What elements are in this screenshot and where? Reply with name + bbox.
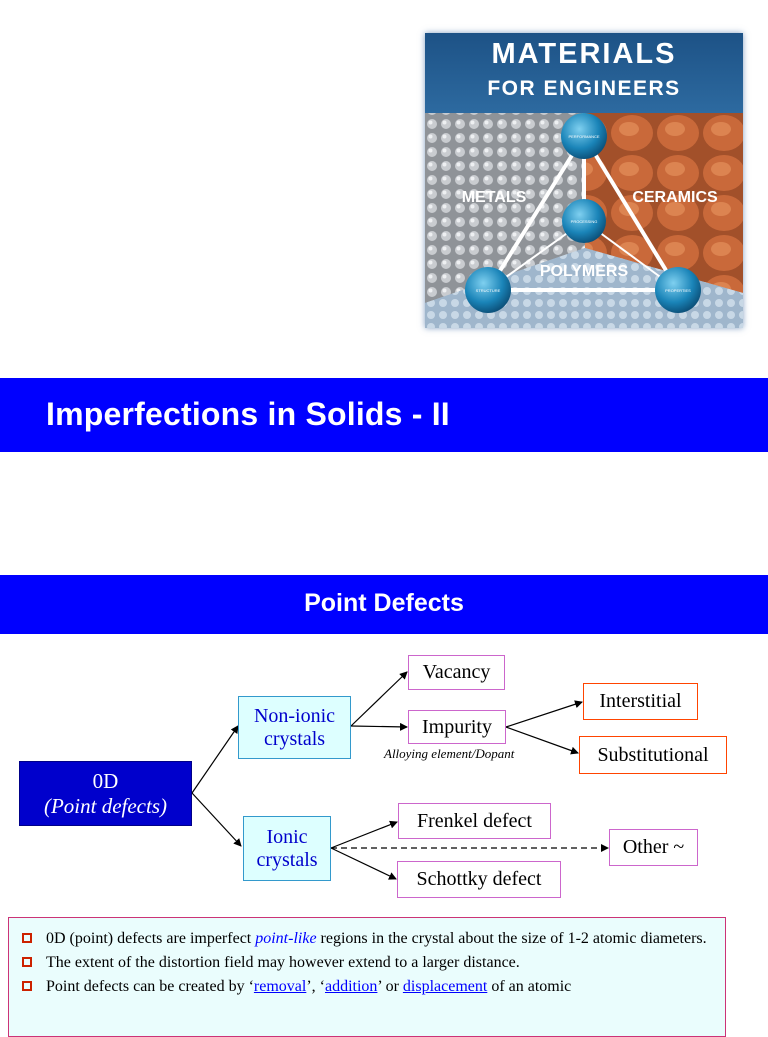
checkbox-bullet-icon <box>22 933 32 943</box>
note-item-2: The extent of the distortion field may h… <box>19 952 715 974</box>
notes-box: 0D (point) defects are imperfect point-l… <box>8 917 726 1037</box>
section-banner: Point Defects <box>0 575 768 634</box>
properties-node-icon <box>655 267 701 313</box>
node-ionic-line1: Ionic <box>266 825 308 848</box>
arrow-to-nonionic <box>191 725 239 794</box>
diagram-connectors <box>191 671 609 880</box>
note-1-text-end: regions in the crystal about the size of… <box>316 930 707 947</box>
note-2-text: The extent of the distortion field may h… <box>46 954 520 971</box>
node-ionic-line2: crystals <box>256 848 318 871</box>
arrow-to-substitutional <box>505 726 579 755</box>
processing-node-icon <box>562 199 606 243</box>
structure-node-icon <box>465 267 511 313</box>
cover-artwork: MATERIALS FOR ENGINEERS METALS CERAMICS … <box>425 33 743 328</box>
arrow-to-interstitial <box>505 700 583 728</box>
node-non-ionic-line1: Non-ionic <box>253 704 336 727</box>
arrow-to-schottky <box>330 847 397 880</box>
node-non-ionic-crystals: Non-ionic crystals <box>238 696 351 759</box>
node-vacancy: Vacancy <box>408 655 505 690</box>
node-frenkel-defect: Frenkel defect <box>398 803 551 839</box>
cover-node-structure: STRUCTURE <box>476 288 501 293</box>
cover-polymers-label: POLYMERS <box>540 263 629 280</box>
checkbox-bullet-icon <box>22 981 32 991</box>
node-other: Other ~ <box>609 829 698 866</box>
arrow-to-vacancy <box>350 671 408 727</box>
note-3-addition: addition <box>324 978 378 995</box>
cover-ceramics-label: CERAMICS <box>632 189 718 206</box>
note-item-3: Point defects can be created by ‘removal… <box>19 976 715 998</box>
arrow-to-ionic <box>191 792 242 847</box>
node-substitutional: Substitutional <box>579 736 727 774</box>
cover-metals-label: METALS <box>462 189 527 206</box>
note-item-1: 0D (point) defects are imperfect point-l… <box>19 928 715 950</box>
checkbox-bullet-icon <box>22 957 32 967</box>
cover-node-processing: PROCESSING <box>571 219 598 224</box>
book-cover-image: MATERIALS FOR ENGINEERS METALS CERAMICS … <box>425 33 743 328</box>
note-3-sep1: ’, ‘ <box>306 978 325 995</box>
cover-node-properties: PROPERTIES <box>665 288 691 293</box>
slide-title: Imperfections in Solids - II <box>46 396 450 432</box>
node-impurity: Impurity <box>408 710 506 744</box>
note-1-text: 0D (point) defects are imperfect <box>46 930 256 947</box>
cover-title-line2: FOR ENGINEERS <box>487 77 680 100</box>
node-ionic-crystals: Ionic crystals <box>243 816 331 881</box>
performance-node-icon <box>561 113 607 159</box>
note-3-text-end: of an atomic <box>487 978 572 995</box>
cover-node-performance: PERFORMANCE <box>568 134 599 139</box>
root-node-line1: 0D <box>92 769 119 794</box>
note-3-removal: removal <box>253 978 307 995</box>
root-node-0d: 0D (Point defects) <box>19 761 192 826</box>
section-title: Point Defects <box>304 589 464 617</box>
node-interstitial: Interstitial <box>583 683 698 720</box>
title-banner: Imperfections in Solids - II <box>0 378 768 452</box>
node-schottky-defect: Schottky defect <box>397 861 561 898</box>
note-3-displacement: displacement <box>402 978 488 995</box>
arrow-to-frenkel <box>330 820 398 849</box>
point-defects-diagram: 0D (Point defects) Non-ionic crystals Io… <box>0 640 768 910</box>
impurity-caption: Alloying element/Dopant <box>384 746 515 761</box>
root-node-line2: (Point defects) <box>43 793 168 818</box>
note-3-sep2: ’ or <box>377 978 403 995</box>
node-non-ionic-line2: crystals <box>263 727 326 750</box>
cover-title-line1: MATERIALS <box>491 38 676 70</box>
arrow-to-impurity <box>350 722 408 731</box>
note-3-text: Point defects can be created by ‘ <box>46 978 254 995</box>
note-1-emphasis: point-like <box>255 930 317 947</box>
